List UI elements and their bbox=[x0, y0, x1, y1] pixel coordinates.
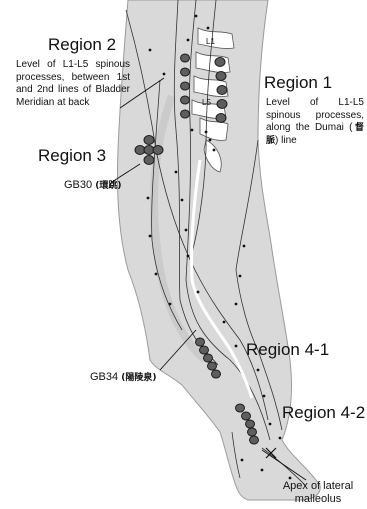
acupoint bbox=[223, 321, 226, 324]
acupoint bbox=[235, 345, 238, 348]
acupoint bbox=[163, 73, 166, 76]
region-4-1-spot bbox=[204, 354, 213, 362]
acupoint bbox=[235, 303, 238, 306]
gb34-name: 陽陵泉 bbox=[125, 373, 152, 383]
region-2-title: Region 2 bbox=[48, 35, 116, 55]
region-2-spot bbox=[181, 96, 190, 104]
region-4-2-spot bbox=[248, 428, 257, 436]
acupoint bbox=[269, 423, 272, 426]
region-4-1-spot bbox=[212, 370, 221, 378]
gb30-code: GB30 bbox=[64, 179, 92, 191]
acupoint bbox=[181, 199, 184, 202]
gb34-cjk: (陽陵泉) bbox=[121, 373, 156, 383]
region-1-spot bbox=[217, 100, 227, 109]
region-2-spot bbox=[181, 82, 190, 90]
region-1-spot bbox=[217, 86, 227, 95]
region-1-description: Level of L1-L5 spinous processes, along … bbox=[266, 97, 364, 147]
acupoint bbox=[149, 235, 152, 238]
region-3-spot bbox=[144, 136, 154, 145]
region-3-spot bbox=[144, 156, 154, 165]
gb34-code: GB34 bbox=[90, 371, 118, 383]
acupoint bbox=[263, 395, 266, 398]
acupoint bbox=[185, 229, 188, 232]
region-2-spot bbox=[181, 110, 190, 118]
region-3-title: Region 3 bbox=[38, 146, 106, 166]
gb34-label: GB34 (陽陵泉) bbox=[90, 370, 156, 383]
region-3-spot bbox=[153, 146, 163, 155]
gb30-label: GB30 (環跳) bbox=[64, 178, 121, 191]
region-4-2-spot bbox=[246, 420, 255, 428]
apex-malleolus-label: Apex of lateral malleolus bbox=[276, 480, 360, 506]
acupoint bbox=[197, 291, 200, 294]
acupoint bbox=[239, 275, 242, 278]
region-1-spot bbox=[215, 58, 225, 67]
acupoint bbox=[243, 245, 246, 248]
gb30-name: 環跳 bbox=[99, 181, 117, 191]
region-4-2-spot bbox=[236, 404, 245, 412]
acupoint bbox=[191, 129, 194, 132]
acupoint bbox=[241, 459, 244, 462]
region-1-title: Region 1 bbox=[264, 73, 332, 93]
acupoint bbox=[205, 131, 208, 134]
acupoint bbox=[155, 273, 158, 276]
vertebra-label-bottom: L5 bbox=[202, 98, 211, 107]
region-2-spot bbox=[181, 68, 190, 76]
acupoint bbox=[257, 369, 260, 372]
acupoint bbox=[187, 255, 190, 258]
region-4-1-spot bbox=[200, 346, 209, 354]
region-4-1-spot bbox=[208, 362, 217, 370]
acupoint bbox=[187, 39, 190, 42]
region-1-spot bbox=[216, 72, 226, 81]
region-4-1-title: Region 4-1 bbox=[246, 340, 329, 360]
region-2-spot bbox=[181, 54, 190, 62]
region-2-description: Level of L1-L5 spinous processes, betwee… bbox=[16, 59, 130, 109]
acupoint bbox=[289, 477, 292, 480]
region-4-2-spot bbox=[250, 436, 259, 444]
acupoint bbox=[213, 149, 216, 152]
region-4-2-title: Region 4-2 bbox=[282, 403, 365, 423]
region-1-desc-end: ) line bbox=[275, 135, 297, 146]
acupoint bbox=[209, 139, 212, 142]
vertebra-label-top: L1 bbox=[206, 37, 215, 46]
region-1-spot bbox=[216, 114, 226, 123]
acupoint bbox=[147, 197, 150, 200]
region-4-2-spot bbox=[242, 412, 251, 420]
acupoint bbox=[279, 437, 282, 440]
acupoint bbox=[169, 303, 172, 306]
acupoint bbox=[195, 15, 198, 18]
region-1-desc-start: Level of L1-L5 spinous processes, along … bbox=[266, 97, 364, 133]
acupoint bbox=[149, 49, 152, 52]
acupoint bbox=[261, 469, 264, 472]
acupoint bbox=[207, 27, 210, 30]
gb30-cjk: (環跳) bbox=[95, 181, 121, 191]
acupoint bbox=[175, 171, 178, 174]
region-4-1-spot bbox=[196, 338, 205, 346]
